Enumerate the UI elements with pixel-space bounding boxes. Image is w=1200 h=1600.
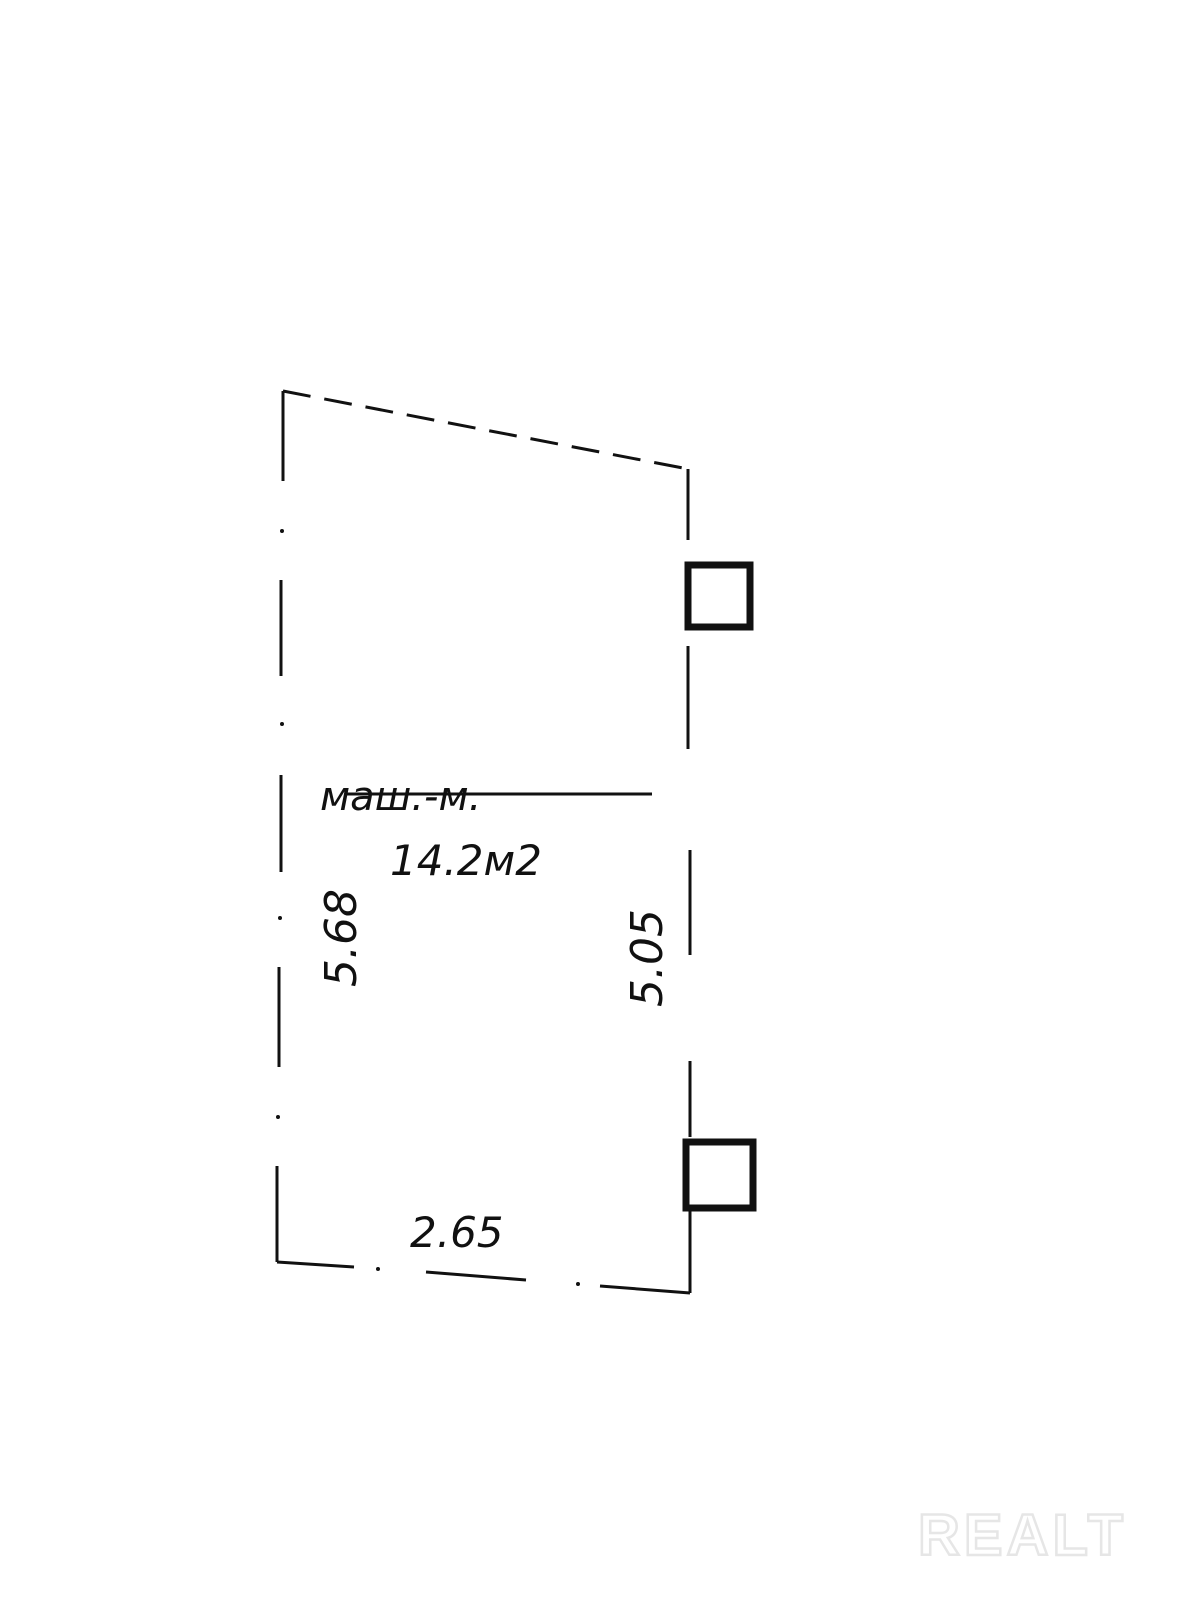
left-wall <box>275 391 285 1262</box>
column-upper <box>684 561 754 631</box>
bottom-wall <box>276 1260 691 1295</box>
room-area: 14.2м2 <box>390 836 542 885</box>
room-label: маш.-м. <box>320 774 481 820</box>
column-lower <box>682 1138 757 1212</box>
right-wall <box>686 469 692 1293</box>
realt-watermark-logo: REALT <box>918 1503 1127 1568</box>
top-edge-dashed <box>282 389 689 471</box>
dim-right: 5.05 <box>622 909 673 1007</box>
dim-left: 5.68 <box>316 889 367 987</box>
dim-bottom: 2.65 <box>410 1208 504 1257</box>
